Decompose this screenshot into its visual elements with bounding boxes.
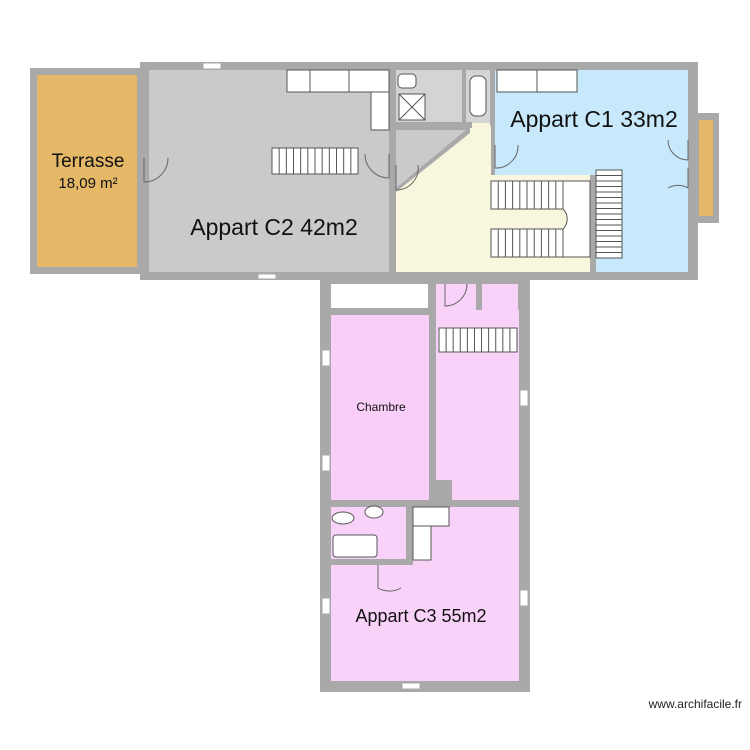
windows [202,62,529,690]
room-c3-upper [436,284,519,500]
c1-balcony [699,120,713,216]
watermark: www.archifacile.fr [648,697,742,711]
room-corridor-white [331,284,428,308]
room-chambre [331,315,429,500]
kitchen-counter-c1 [496,69,578,93]
doors [143,139,689,592]
terrasse-area: 18,09 m² [58,175,117,192]
kitchen-counter-c2 [286,69,390,131]
appart-c3-label: Appart C3 55m2 [355,606,486,626]
appart-c2-label: Appart C2 42m2 [190,214,357,240]
interior-walls [320,62,596,565]
room-c3-mid [436,284,476,308]
bathroom-fixtures [331,73,487,561]
appart-c1-label: Appart C1 33m2 [510,106,677,132]
room-stair-landing [396,130,466,188]
staircase-spiral [562,180,591,258]
room-terrasse [37,75,137,267]
chambre-label: Chambre [356,400,406,414]
room-appart-c3 [331,565,519,681]
staircase-c3 [438,327,518,353]
terrasse-name: Terrasse [52,151,125,172]
